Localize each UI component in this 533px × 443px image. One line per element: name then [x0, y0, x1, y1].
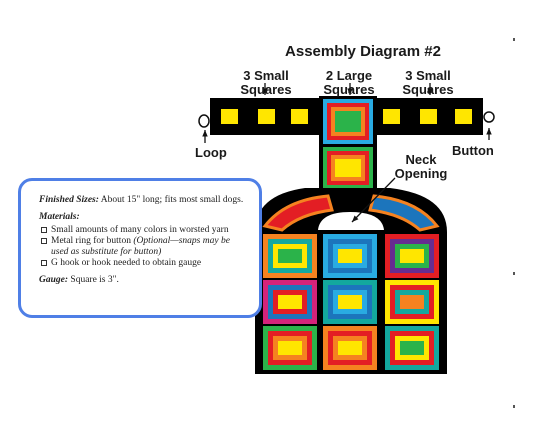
loop-label: Loop	[195, 145, 227, 160]
body-square	[385, 326, 439, 370]
body-square	[385, 280, 439, 324]
large-square	[323, 147, 373, 189]
materials-heading: Materials:	[39, 212, 245, 223]
materials-item: Metal ring for button (Optional—snaps ma…	[39, 236, 245, 258]
small-square	[221, 109, 238, 124]
materials-item-note: (Optional—snaps may be used as substitut…	[51, 236, 230, 257]
checkbox-icon	[41, 227, 47, 233]
diagram-title: Assembly Diagram #2	[285, 43, 441, 60]
materials-item-text: Small amounts of many colors in worsted …	[51, 225, 229, 235]
finished-sizes-label: Finished Sizes:	[39, 195, 99, 205]
body-square	[323, 280, 377, 324]
body-square	[263, 280, 317, 324]
finished-sizes: Finished Sizes: About 15" long; fits mos…	[39, 195, 245, 206]
button-icon	[483, 111, 495, 123]
neck-opening	[318, 212, 384, 230]
arrow-down-icon	[262, 83, 268, 95]
materials-list: Small amounts of many colors in worsted …	[39, 225, 245, 269]
small-square	[291, 109, 308, 124]
small-squares-right-label: 3 Small Squares	[402, 68, 454, 97]
info-card: Finished Sizes: About 15" long; fits mos…	[18, 178, 262, 318]
arrow-up-icon	[202, 130, 208, 143]
arrow-down-icon	[427, 83, 433, 95]
small-square	[383, 109, 400, 124]
checkbox-icon	[41, 260, 47, 266]
body-square	[385, 234, 439, 278]
materials-item: G hook or hook needed to obtain gauge	[39, 258, 245, 269]
materials-item: Small amounts of many colors in worsted …	[39, 225, 245, 236]
edge-mark	[513, 405, 515, 408]
arrow-down-icon	[347, 83, 353, 95]
gauge-text: Square is 3".	[70, 275, 119, 285]
finished-sizes-text: About 15" long; fits most small dogs.	[100, 195, 244, 205]
shoulder-band	[368, 194, 440, 232]
materials-item-text: Metal ring for button	[51, 236, 131, 246]
small-square	[420, 109, 437, 124]
large-square	[323, 99, 373, 144]
small-square	[455, 109, 472, 124]
gauge: Gauge: Square is 3".	[39, 275, 245, 286]
shoulder-band	[262, 194, 334, 232]
button-label: Button	[452, 143, 494, 158]
materials-item-text: G hook or hook needed to obtain gauge	[51, 258, 202, 268]
small-squares-left-label: 3 Small Squares	[240, 68, 292, 97]
arrow-icon	[351, 177, 396, 223]
annotations	[198, 83, 495, 223]
arrow-up-icon	[486, 128, 492, 140]
small-square	[258, 109, 275, 124]
large-squares	[319, 96, 377, 192]
checkbox-icon	[41, 238, 47, 244]
body-square	[263, 326, 317, 370]
body-square	[323, 326, 377, 370]
loop-icon	[198, 114, 210, 128]
neck-opening-label: Neck Opening	[394, 152, 448, 181]
body-square	[323, 234, 377, 278]
body-square	[263, 234, 317, 278]
large-squares-label: 2 Large Squares	[323, 68, 375, 97]
materials-label: Materials:	[39, 212, 80, 222]
body-panel	[255, 188, 447, 374]
edge-mark	[513, 38, 515, 41]
gauge-label: Gauge:	[39, 275, 69, 285]
edge-mark	[513, 272, 515, 275]
